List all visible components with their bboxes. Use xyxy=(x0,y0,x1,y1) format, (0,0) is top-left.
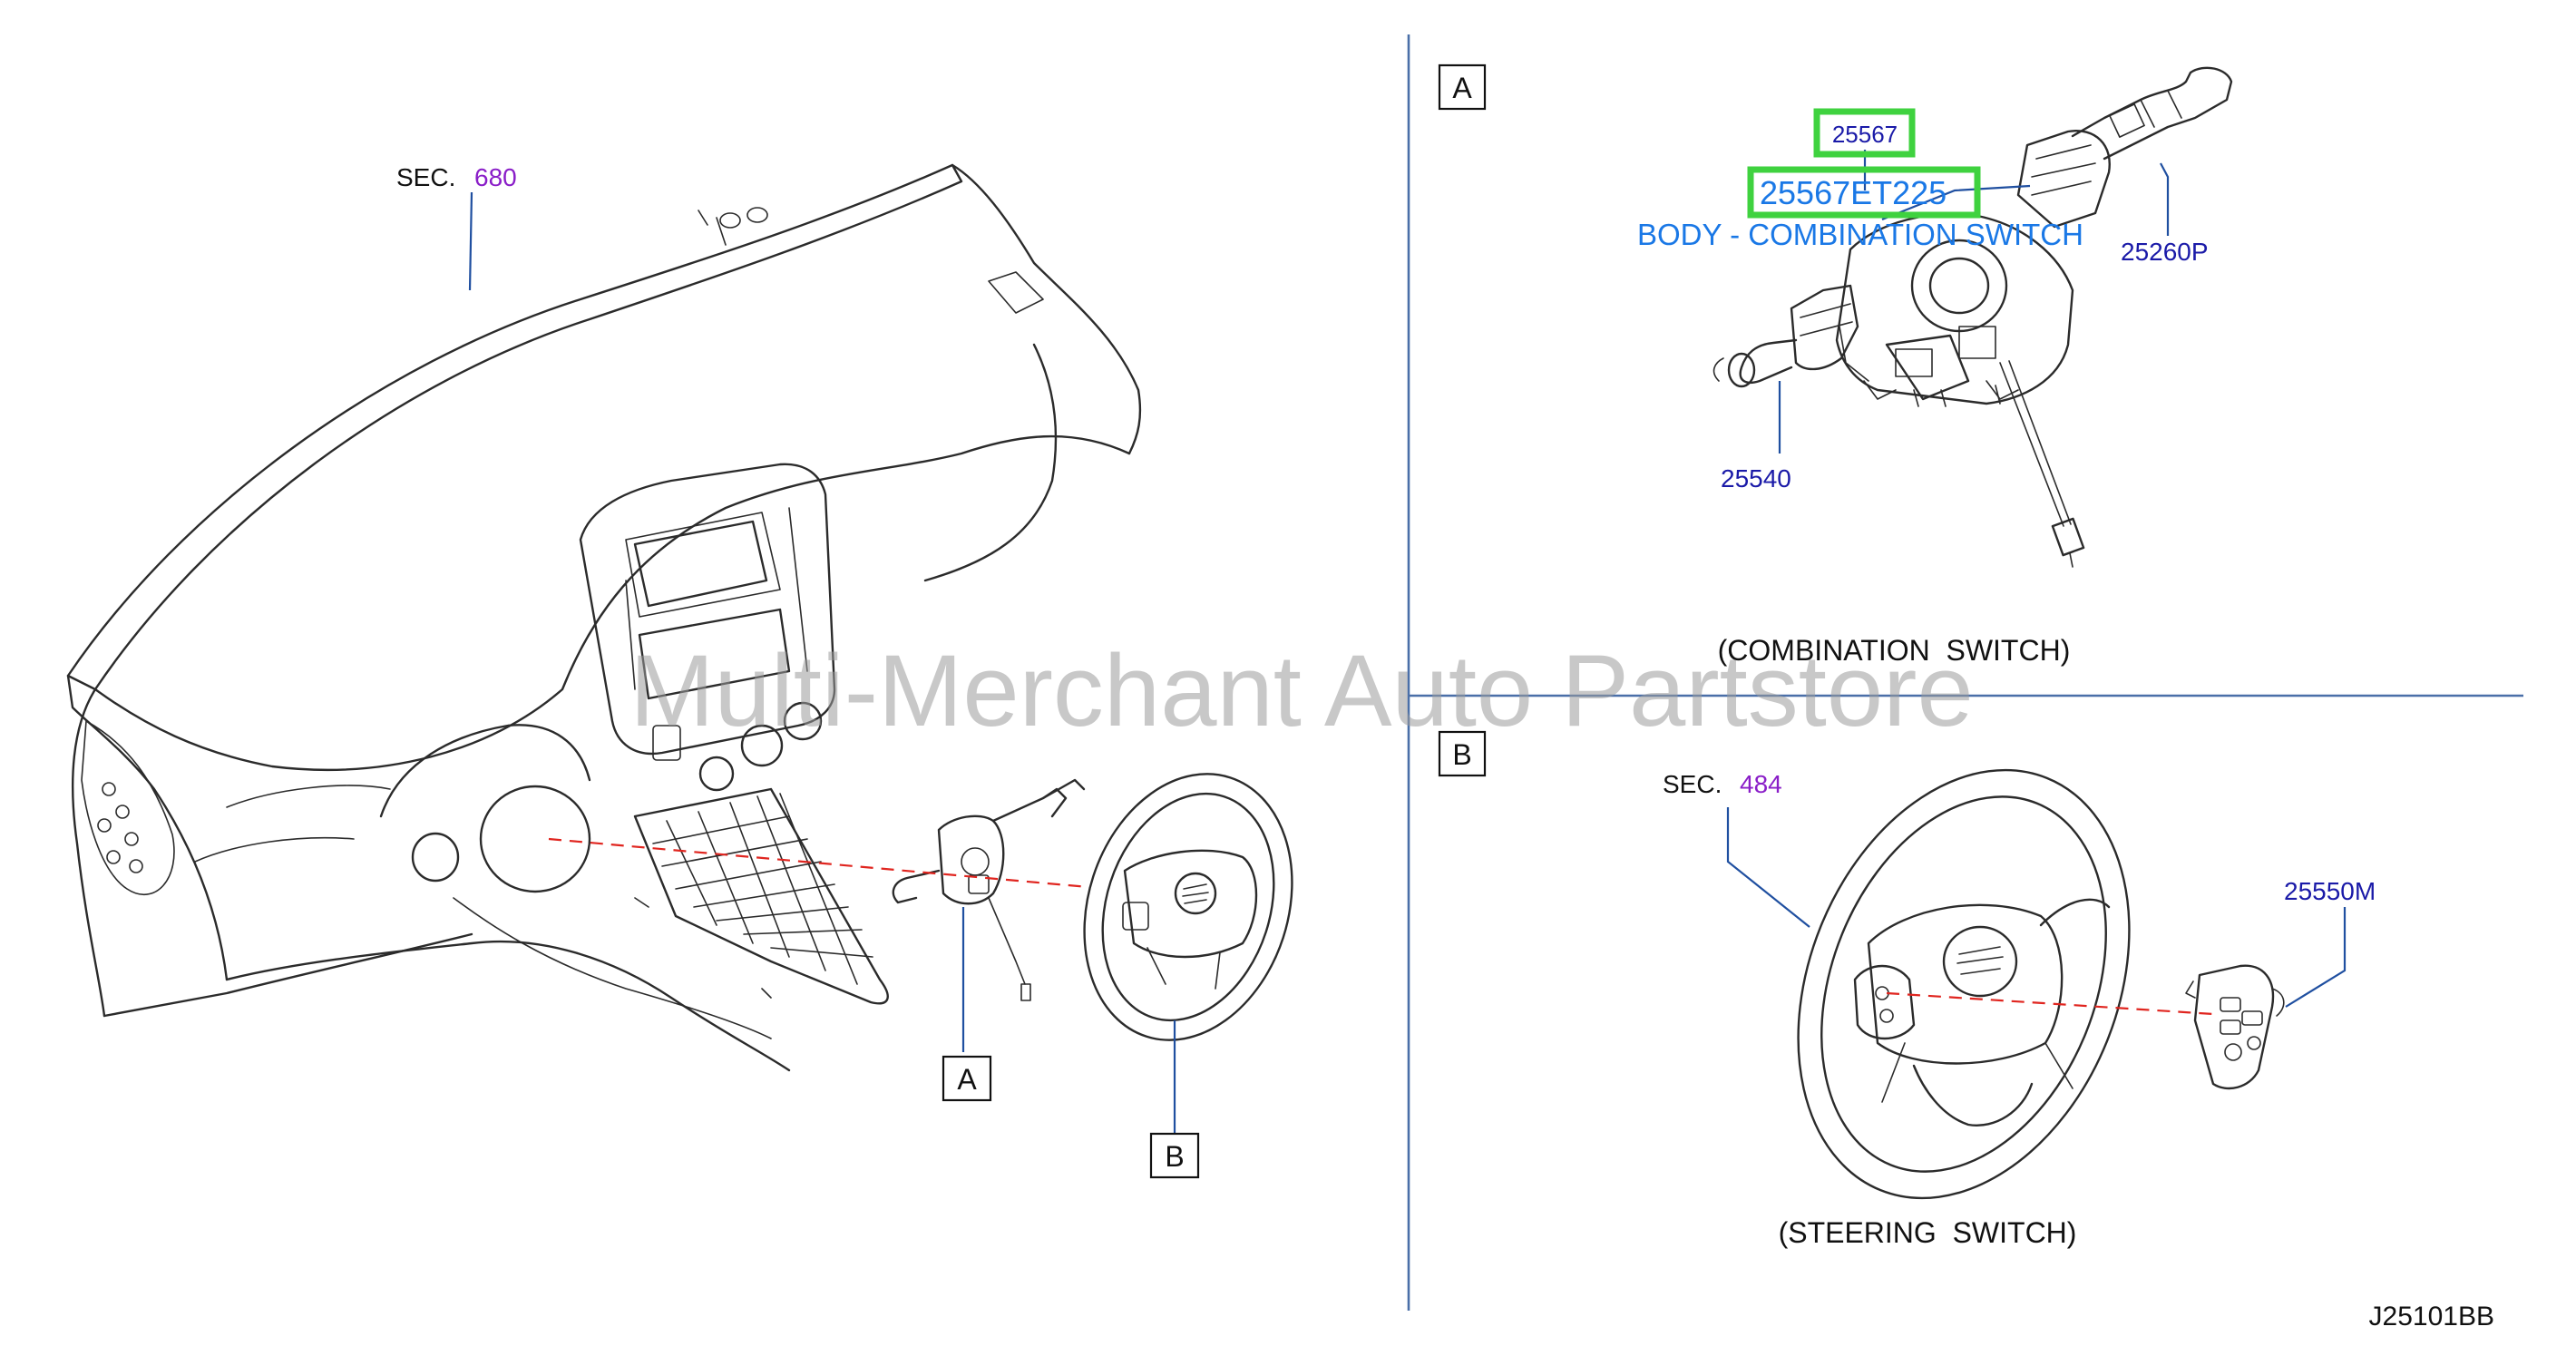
panel-b: B xyxy=(1438,730,2376,1249)
steering-switch-module xyxy=(2185,964,2285,1090)
sec-484-leader xyxy=(1726,807,1810,928)
callout-b-box[interactable] xyxy=(1149,1132,1200,1179)
p25540-label[interactable]: 25540 xyxy=(1721,464,1791,493)
p25567et225-label[interactable]: 25567ET225 xyxy=(1760,174,1947,211)
watermark: Multi-Merchant Auto Partstore xyxy=(629,634,1973,747)
sec-484-number[interactable]: 484 xyxy=(1740,770,1782,798)
panel-b-tag-box xyxy=(1438,730,1487,777)
p25567et225-leader xyxy=(1881,184,2031,221)
panel-a-caption: (COMBINATION SWITCH) xyxy=(1718,634,2071,667)
callout-a-label: A xyxy=(957,1063,977,1096)
sec-484-prefix: SEC. xyxy=(1663,770,1722,798)
body-combination-switch-label[interactable]: BODY - COMBINATION SWITCH xyxy=(1637,218,2083,251)
steering-wheel-drawing xyxy=(1797,768,2131,1200)
overview-alignment-line xyxy=(548,837,1089,889)
steering-alignment-line xyxy=(1886,991,2214,1016)
panel-b-tag: B xyxy=(1452,738,1471,771)
p25550m-leader xyxy=(2285,907,2347,1008)
sec-680-prefix: SEC. xyxy=(396,163,455,191)
sec-680-number[interactable]: 680 xyxy=(474,163,517,191)
panel-a-tag: A xyxy=(1452,72,1472,104)
p25550m-label[interactable]: 25550M xyxy=(2284,877,2376,905)
combination-switch-drawing xyxy=(1712,66,2233,568)
p25260p-leader xyxy=(2160,162,2170,236)
panel-a: A xyxy=(1438,63,2233,667)
panel-a-tag-box xyxy=(1438,63,1487,111)
p25567-label[interactable]: 25567 xyxy=(1832,121,1898,148)
callout-b-label: B xyxy=(1165,1140,1184,1173)
p25567-highlight xyxy=(1813,108,1916,158)
overview-combination-switch xyxy=(892,778,1086,1001)
drawing-code: J25101BB xyxy=(2369,1302,2494,1331)
overview-steering-wheel xyxy=(1083,773,1293,1041)
sec-680-leader xyxy=(468,191,473,291)
dashboard-illustration xyxy=(66,163,1142,1072)
p25260p-label[interactable]: 25260P xyxy=(2121,238,2209,266)
panel-b-caption: (STEERING SWITCH) xyxy=(1779,1216,2077,1249)
p25567et225-highlight xyxy=(1747,166,1981,219)
callout-a-box[interactable] xyxy=(942,1055,992,1102)
